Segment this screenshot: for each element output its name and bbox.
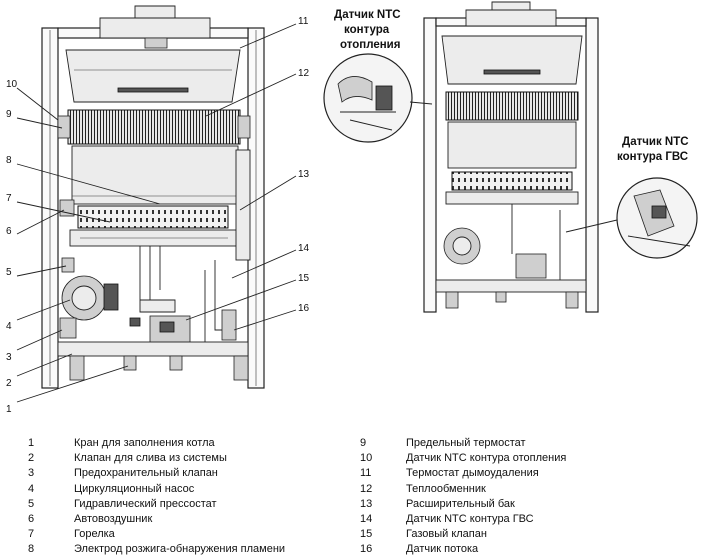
ntc-dhw-callout: Датчик NTC контура ГВС: [565, 136, 698, 259]
legend-item-number: 11: [360, 467, 372, 480]
legend-item-number: 2: [28, 452, 35, 465]
pointer-number-15: 15: [298, 273, 310, 284]
pointer-number-14: 14: [298, 243, 310, 254]
legend-item-label: Гидравлический прессостат: [74, 497, 217, 510]
legend-item-number: 14: [360, 512, 373, 525]
legend-item-label: Предельный термостат: [406, 437, 526, 449]
legend-item-label: Теплообменник: [406, 482, 486, 495]
boiler-diagram: 1 2 3 4 5 6 7 8 9 10 11 12 13 14 15 16: [6, 1, 698, 415]
sensor-view-boiler-drawing: [423, 1, 599, 313]
legend-item-number: 1: [28, 437, 35, 449]
legend-item: 6 Автовоздушник: [28, 512, 285, 527]
callout-dhw-line-1: Датчик NTC: [622, 136, 689, 148]
legend-item-label: Циркуляционный насос: [74, 482, 195, 495]
legend-item: 1 Кран для заполнения котла: [28, 436, 285, 451]
pointer-number-7: 7: [6, 193, 12, 204]
legend-item-number: 12: [360, 482, 373, 495]
pointer-number-2: 2: [6, 378, 12, 389]
legend-item-label: Газовый клапан: [406, 528, 487, 541]
legend-item: 7 Горелка: [28, 527, 285, 542]
ntc-heating-callout: Датчик NTC контура отопления: [323, 9, 433, 143]
pointer-number-12: 12: [298, 68, 310, 79]
pointer-number-13: 13: [298, 169, 310, 180]
callout-heating-line-2: контура: [344, 24, 390, 36]
pointer-number-4: 4: [6, 321, 12, 332]
legend-item-number: 8: [28, 543, 35, 556]
pointer-number-8: 8: [6, 155, 12, 166]
legend-item-label: Расширительный бак: [406, 497, 515, 510]
legend-item-label: Автовоздушник: [74, 512, 153, 525]
legend-item: 10 Датчик NTC контура отопления: [360, 451, 566, 466]
parts-legend: 1 Кран для заполнения котла 2 Клапан для сл…: [0, 434, 702, 555]
callout-heating-line-1: Датчик NTC: [334, 9, 401, 21]
pointer-number-11: 11: [298, 16, 309, 27]
pointer-lines: [16, 23, 297, 403]
legend-item-number: 7: [28, 528, 35, 541]
legend-item-label: Клапан для слива из системы: [74, 452, 227, 465]
legend-item-label: Термостат дымоудаления: [406, 467, 539, 480]
legend-item: 13 Расширительный бак: [360, 497, 566, 512]
callout-dhw-line-2: контура ГВС: [617, 151, 688, 163]
legend-item: 15 Газовый клапан: [360, 527, 566, 542]
legend-item: 16 Датчик потока: [360, 542, 566, 557]
legend-item-number: 3: [28, 467, 35, 480]
legend-item-number: 9: [360, 437, 367, 449]
legend-item: 2 Клапан для слива из системы: [28, 451, 285, 466]
legend-item-label: Датчик NTC контура отопления: [406, 452, 567, 465]
callout-heating-line-3: отопления: [340, 39, 400, 51]
legend-item-label: Кран для заполнения котла: [74, 437, 215, 449]
legend-column-left: 1 Кран для заполнения котла 2 Клапан для сл…: [28, 436, 285, 558]
pointer-number-9: 9: [6, 109, 12, 120]
legend-item-number: 4: [28, 482, 35, 495]
legend-item-label: Предохранительный клапан: [74, 467, 218, 480]
legend-item: 9 Предельный термостат: [360, 436, 566, 451]
legend-item: 5 Гидравлический прессостат: [28, 497, 285, 512]
legend-item-number: 5: [28, 497, 35, 510]
legend-item: 8 Электрод розжига-обнаружения пламени: [28, 542, 285, 557]
pointer-number-16: 16: [298, 303, 310, 314]
pointer-number-6: 6: [6, 226, 12, 237]
legend-item-label: Датчик потока: [406, 543, 479, 556]
legend-item-number: 16: [360, 543, 373, 556]
main-boiler-drawing: [41, 5, 265, 389]
legend-item-number: 13: [360, 497, 373, 510]
legend-item: 14 Датчик NTC контура ГВС: [360, 512, 566, 527]
pointer-number-5: 5: [6, 267, 12, 278]
legend-item-label: Датчик NTC контура ГВС: [406, 512, 534, 525]
legend-item-label: Электрод розжига-обнаружения пламени: [74, 543, 286, 556]
pointer-number-10: 10: [6, 79, 18, 90]
legend-item-number: 15: [360, 528, 373, 541]
legend-item-label: Горелка: [74, 528, 115, 541]
legend-item: 12 Теплообменник: [360, 482, 566, 497]
pointer-number-1: 1: [6, 404, 12, 415]
legend-item-number: 6: [28, 512, 35, 525]
pointer-numbers: 1 2 3 4 5 6 7 8 9 10 11 12 13 14 15 16: [6, 16, 310, 415]
legend-item: 3 Предохранительный клапан: [28, 466, 285, 481]
pointer-number-3: 3: [6, 352, 12, 363]
legend-item: 4 Циркуляционный насос: [28, 482, 285, 497]
legend-item: 11 Термостат дымоудаления: [360, 466, 566, 481]
legend-item-number: 10: [360, 452, 373, 465]
